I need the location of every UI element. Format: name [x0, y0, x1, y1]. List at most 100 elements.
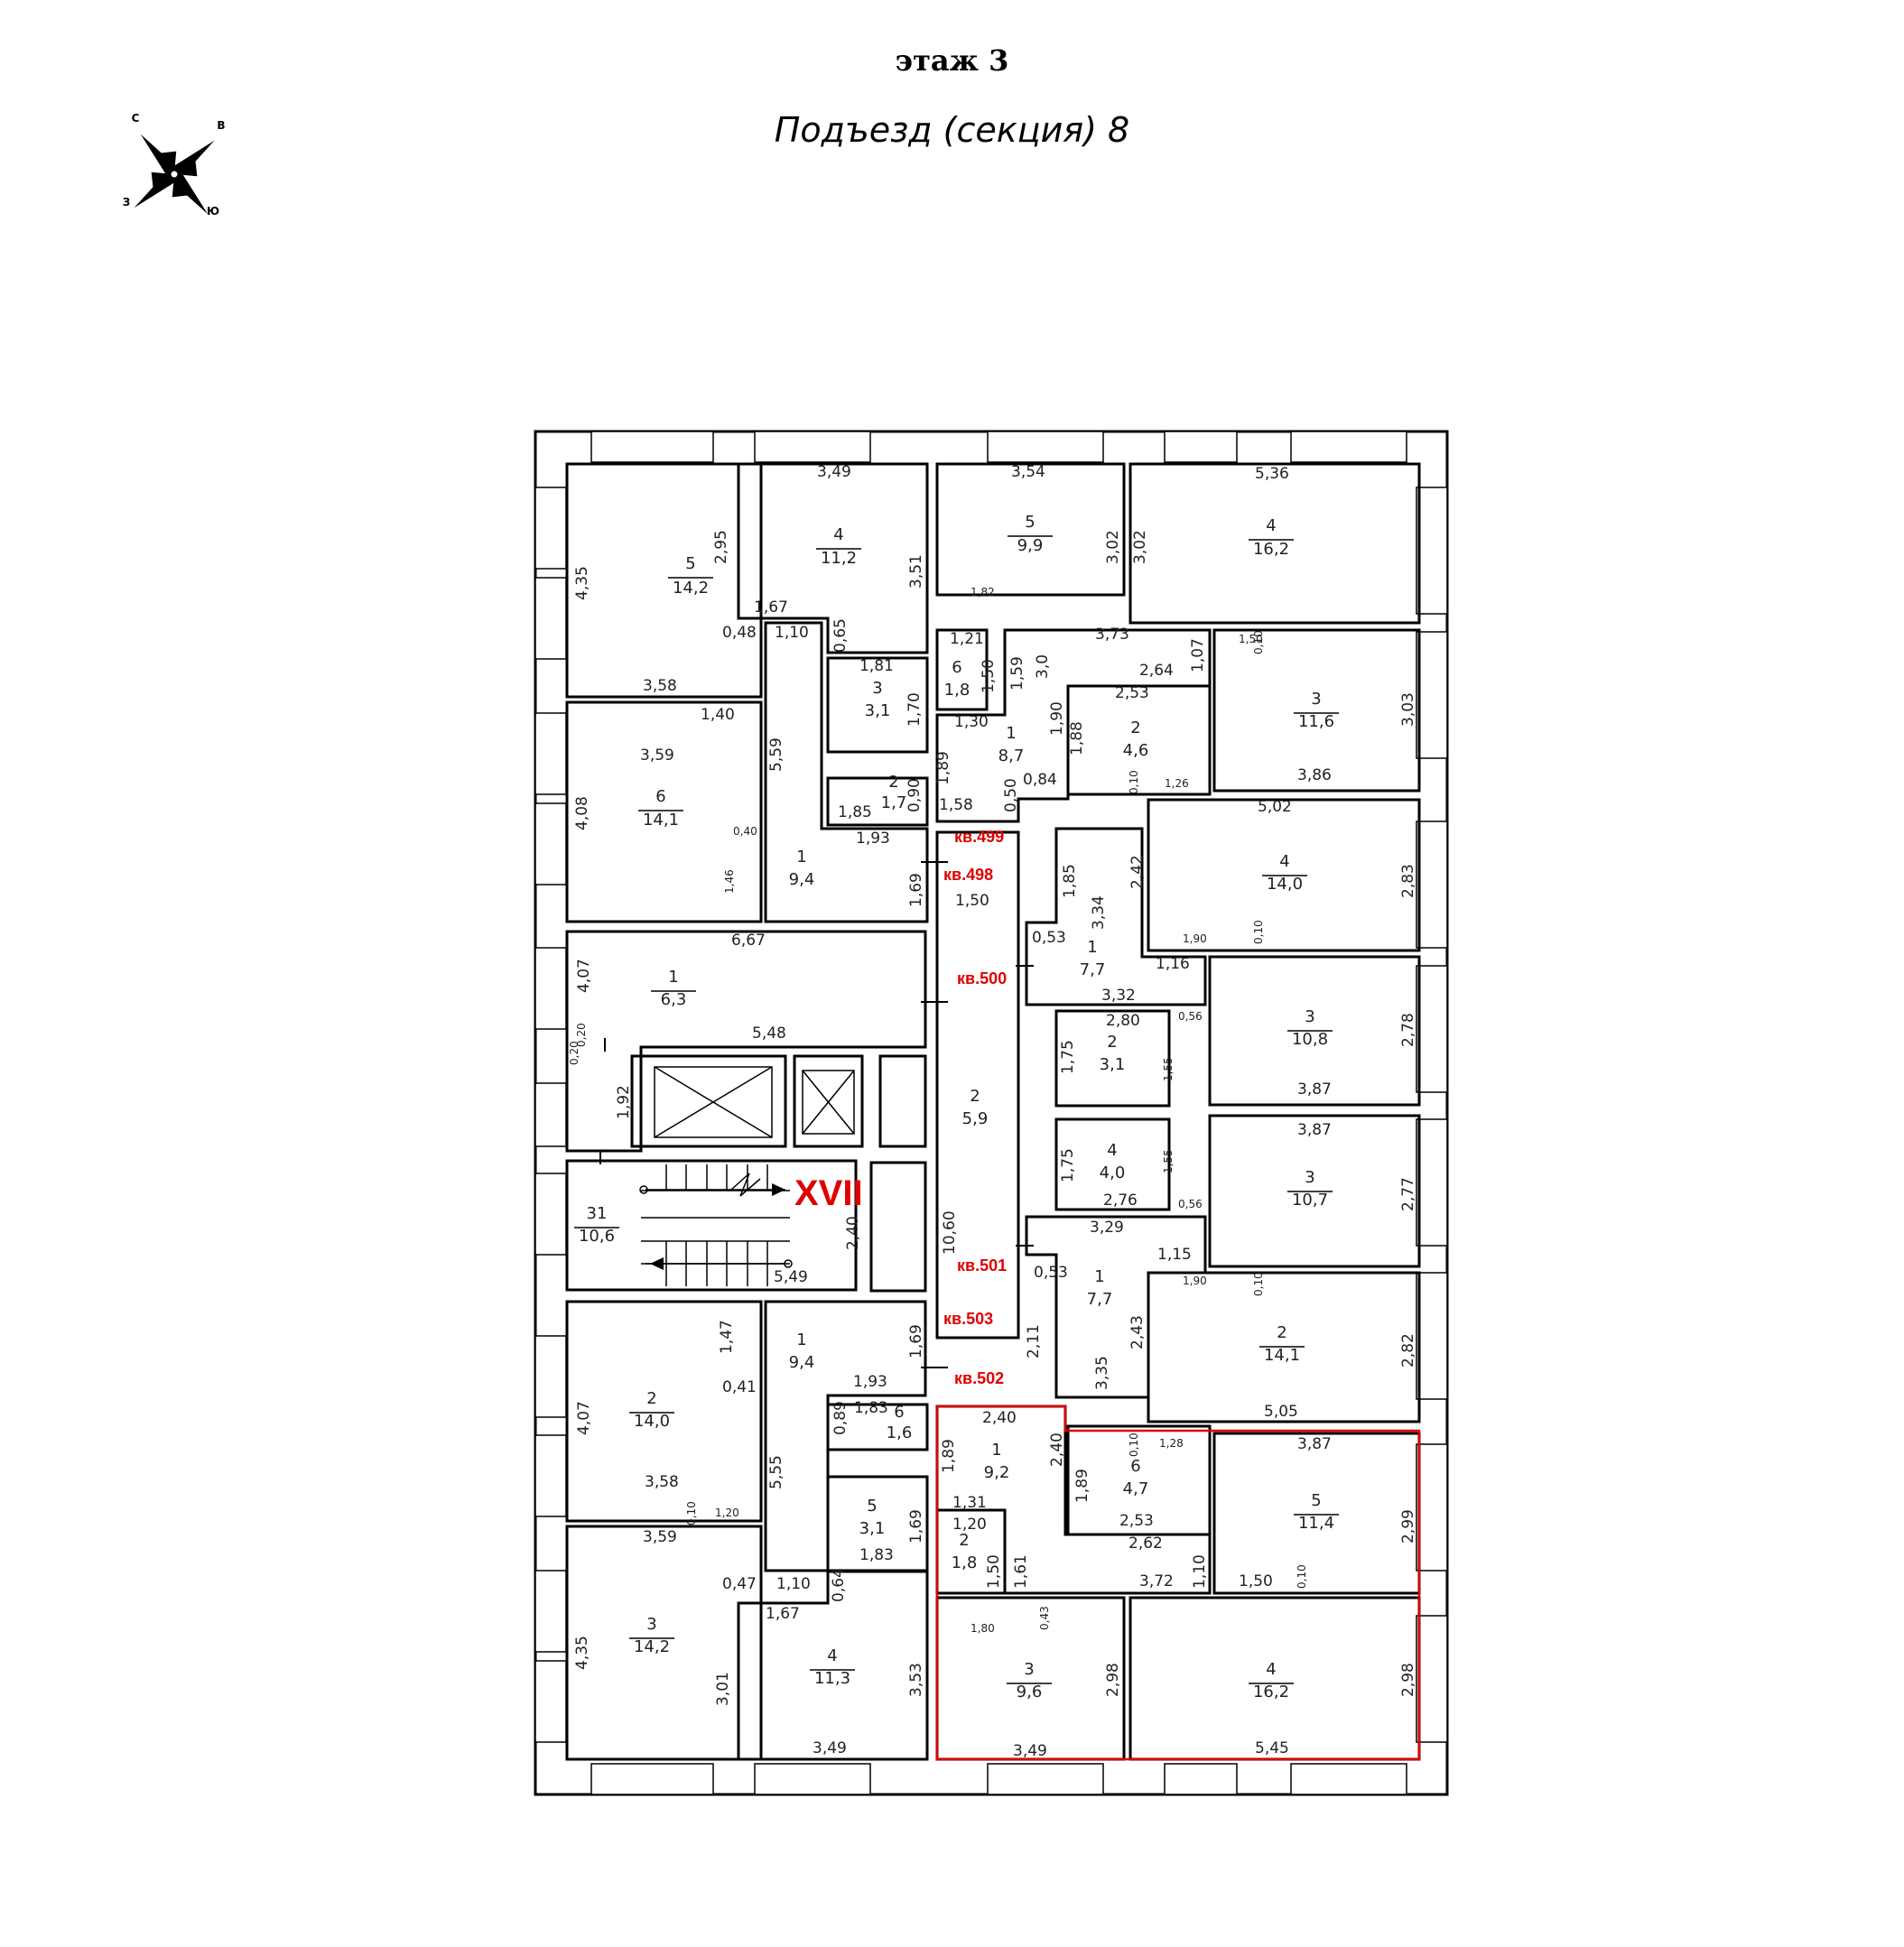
room-area: 1,8 — [952, 1553, 978, 1572]
dimension-label: 1,82 — [971, 586, 995, 598]
dimension-label: 1,70 — [906, 692, 924, 727]
dimension-label: 2,98 — [1399, 1663, 1417, 1697]
room-labels: 5 14,2 4 11,2 5 9,9 4 16,2 6 14,1 3 3,1 … — [579, 513, 1334, 1701]
dimension-label: 1,40 — [701, 706, 735, 724]
room-area: 14,1 — [1264, 1346, 1300, 1365]
elevator-shaft-icon — [654, 1066, 855, 1138]
dimension-label: 5,59 — [767, 737, 785, 772]
room-number: 3 — [646, 1615, 656, 1634]
dimension-label: 1,50 — [955, 892, 989, 910]
dimension-label: 3,02 — [1131, 530, 1149, 564]
room-area: 11,4 — [1298, 1514, 1334, 1533]
dimension-label: 1,69 — [907, 1324, 925, 1358]
dimension-label: 0,56 — [1178, 1198, 1203, 1210]
room-area: 14,0 — [634, 1412, 670, 1431]
room-area: 4,0 — [1100, 1164, 1126, 1182]
windows-bottom — [590, 1763, 1407, 1795]
room-number: 3 — [1305, 1168, 1314, 1187]
room-area: 1,8 — [944, 681, 971, 700]
dimension-label: 0,64 — [830, 1568, 848, 1602]
dimension-label: 0,90 — [906, 778, 924, 812]
room-number: 2 — [888, 773, 898, 792]
dimension-label: 0,10 — [1252, 920, 1265, 944]
dimension-label: 1,85 — [838, 803, 872, 821]
dimension-label: 1,10 — [776, 1575, 811, 1593]
dimension-label: 6,67 — [731, 932, 766, 950]
dimension-label: 2,95 — [712, 530, 730, 564]
dimension-label: 1,81 — [859, 657, 894, 675]
room-number: 5 — [1025, 513, 1035, 532]
dimension-label: 3,59 — [643, 1528, 677, 1546]
room-area: 7,7 — [1080, 960, 1106, 979]
room-number: 3 — [872, 679, 882, 698]
room-walls — [565, 462, 1421, 1761]
room-number: 3 — [1024, 1660, 1034, 1679]
dimension-label: 1,88 — [1068, 721, 1086, 756]
dimension-label: 1,69 — [907, 1509, 925, 1544]
room-number: 1 — [1006, 724, 1016, 743]
dimension-label: 1,85 — [1061, 864, 1079, 898]
dimension-label: 3,53 — [907, 1663, 925, 1697]
room-number: 4 — [833, 525, 843, 544]
dimension-label: 2,83 — [1399, 864, 1417, 898]
dimension-label: 1,50 — [1239, 1572, 1273, 1590]
windows-top — [590, 431, 1407, 463]
dimension-label: 1,90 — [1183, 1275, 1207, 1287]
room-number: 4 — [827, 1646, 837, 1665]
room-number: 5 — [867, 1497, 877, 1516]
dimension-label: 3,87 — [1297, 1121, 1332, 1139]
room-number: 2 — [646, 1389, 656, 1408]
room-number: 1 — [796, 848, 806, 867]
dimension-label: 2,42 — [1128, 855, 1147, 889]
dimension-label: 5,02 — [1258, 798, 1292, 816]
room-number: 1 — [796, 1330, 806, 1349]
room-area: 4,7 — [1123, 1479, 1149, 1498]
dimension-label: 2,40 — [982, 1409, 1017, 1427]
dimension-label: 1,89 — [940, 1439, 958, 1473]
stairs-icon — [639, 1164, 793, 1286]
dimension-label: 3,49 — [813, 1739, 847, 1757]
room-area: 9,4 — [789, 870, 815, 889]
wall-ticks — [599, 861, 1034, 1368]
apartment-502-outline — [935, 1405, 1421, 1761]
dimension-label: 5,45 — [1255, 1739, 1289, 1757]
dimension-label: 3,0 — [1034, 654, 1052, 679]
room-area: 10,8 — [1292, 1030, 1328, 1049]
compass-rose-icon — [134, 134, 215, 215]
dimension-label: 0,40 — [733, 825, 757, 838]
apartment-label-498: кв.498 — [943, 866, 993, 884]
room-area: 16,2 — [1253, 540, 1289, 559]
dimension-label: 1,50 — [1239, 633, 1263, 645]
dimension-label: 0,10 — [1128, 1432, 1140, 1457]
room-area: 1,6 — [887, 1423, 913, 1442]
dimension-label: 3,49 — [817, 463, 851, 481]
dimension-label: 1,26 — [1165, 777, 1189, 790]
dimension-label: 5,48 — [752, 1024, 786, 1043]
stairwell-label: XVII — [794, 1173, 863, 1213]
room-area: 4,6 — [1123, 741, 1149, 760]
dimension-label: 2,53 — [1119, 1512, 1154, 1530]
dimension-label: 3,58 — [645, 1473, 679, 1491]
room-area: 9,6 — [1017, 1683, 1043, 1701]
room-area: 6,3 — [661, 990, 687, 1009]
dimension-label: 1,07 — [1189, 638, 1207, 672]
dimension-label: 1,21 — [950, 630, 984, 648]
room-number: 2 — [1107, 1033, 1117, 1052]
dimension-label: 3,87 — [1297, 1080, 1332, 1099]
dimension-label: 2,80 — [1106, 1012, 1140, 1030]
dimension-label: 2,98 — [1104, 1663, 1122, 1697]
dimension-label: 0,53 — [1034, 1264, 1068, 1282]
room-number: 1 — [1094, 1267, 1104, 1286]
dimension-label: 2,40 — [844, 1216, 862, 1250]
room-number: 4 — [1107, 1141, 1117, 1160]
dimension-label: 1,20 — [952, 1516, 987, 1534]
room-area: 10,7 — [1292, 1191, 1328, 1210]
dimension-label: 3,59 — [640, 746, 674, 765]
dimension-label: 3,73 — [1095, 626, 1129, 644]
dimension-label: 1,10 — [775, 624, 809, 642]
room-number: 2 — [970, 1087, 980, 1106]
dimension-label: 3,54 — [1011, 463, 1045, 481]
dimension-label: 1,75 — [1059, 1148, 1077, 1182]
dimension-label: 2,40 — [1048, 1432, 1066, 1467]
